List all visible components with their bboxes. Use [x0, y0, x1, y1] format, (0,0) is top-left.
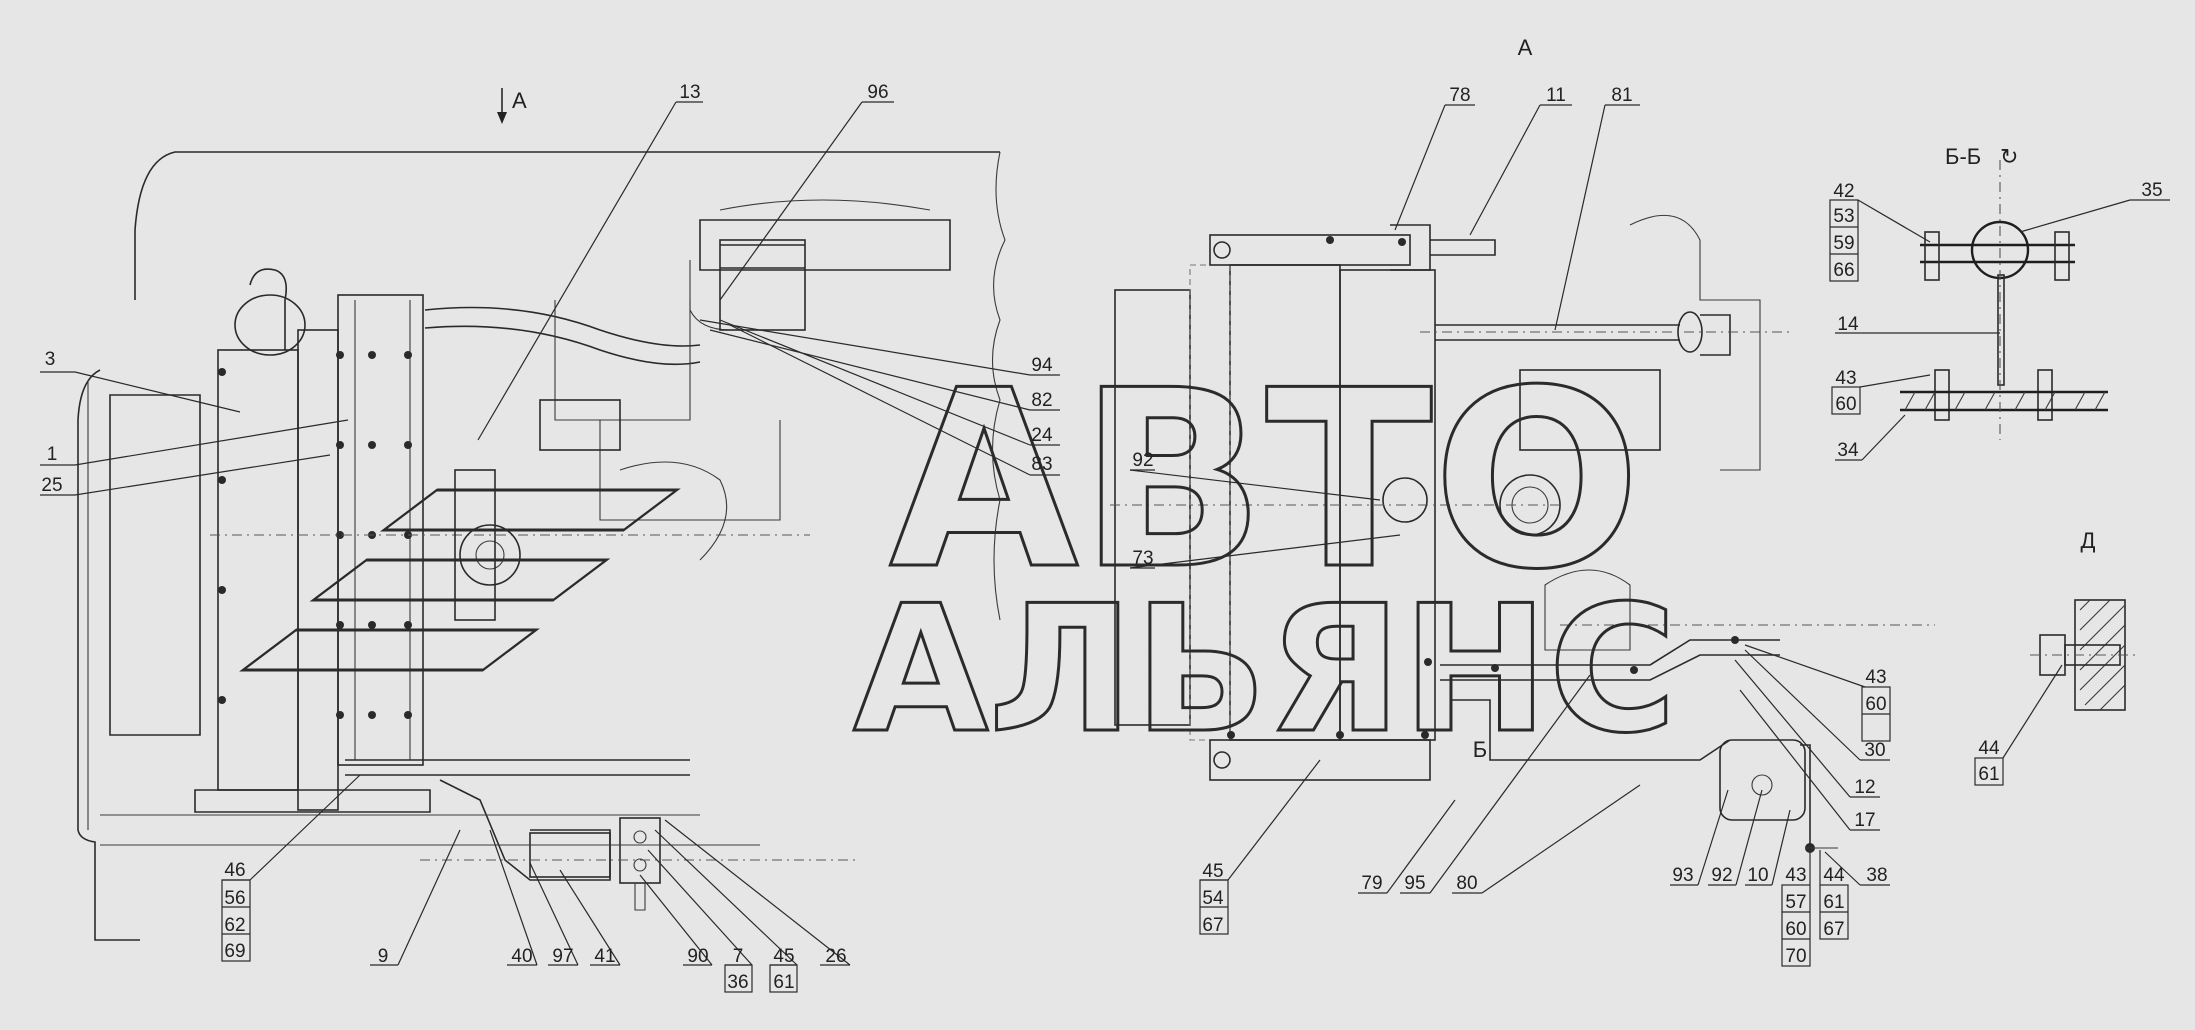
rotate-symbol: ↻	[2000, 144, 2018, 169]
section-bb-label: Б-Б	[1945, 144, 1981, 169]
callout-36: 36	[727, 972, 748, 993]
callouts: 13 96 3 1 25 94 82 24 83 46 56 62 69	[40, 82, 2170, 993]
callout-59: 59	[1833, 233, 1854, 254]
callout-41: 41	[594, 946, 615, 967]
callout-12: 12	[1854, 777, 1875, 798]
callout-45: 45	[773, 946, 794, 967]
callout-14: 14	[1837, 314, 1859, 335]
callout-70: 70	[1785, 946, 1806, 967]
callout-26: 26	[825, 946, 846, 967]
callout-83: 83	[1031, 454, 1052, 475]
view-labels: А А Б-Б ↻ Д Б	[497, 35, 2096, 762]
callout-53: 53	[1833, 206, 1854, 227]
callout-30: 30	[1864, 740, 1885, 761]
callout-11: 11	[1546, 85, 1566, 106]
callout-46: 46	[224, 860, 245, 881]
callout-67b: 67	[1823, 919, 1844, 940]
callout-81: 81	[1611, 85, 1632, 106]
callout-43b: 43	[1865, 667, 1886, 688]
callout-60c: 60	[1835, 394, 1856, 415]
callout-73: 73	[1132, 548, 1153, 569]
mark-b-label: Б	[1473, 737, 1487, 762]
callout-44: 44	[1823, 865, 1845, 886]
left-side-view	[77, 151, 1006, 941]
callout-96: 96	[867, 82, 888, 103]
callout-34: 34	[1837, 440, 1859, 461]
callout-9: 9	[378, 946, 389, 967]
callout-7: 7	[733, 946, 744, 967]
callout-54: 54	[1202, 888, 1224, 909]
callout-61c: 61	[1978, 764, 1999, 785]
callout-43: 43	[1785, 865, 1806, 886]
callout-90: 90	[687, 946, 708, 967]
callout-61b: 61	[1823, 892, 1844, 913]
callout-25: 25	[41, 475, 62, 496]
callout-57: 57	[1785, 892, 1806, 913]
callout-92b: 92	[1711, 865, 1732, 886]
callout-95: 95	[1404, 873, 1425, 894]
callout-13: 13	[679, 82, 700, 103]
callout-67: 67	[1202, 915, 1223, 936]
callout-69: 69	[224, 941, 245, 962]
callout-82: 82	[1031, 390, 1052, 411]
callout-94: 94	[1031, 355, 1053, 376]
callout-17: 17	[1854, 810, 1875, 831]
callout-62: 62	[224, 915, 245, 936]
callout-97: 97	[552, 946, 573, 967]
view-a	[1110, 214, 1935, 853]
callout-60b: 60	[1865, 694, 1886, 715]
view-d-label: Д	[2081, 528, 2096, 553]
callout-44b: 44	[1978, 738, 2000, 759]
callout-78: 78	[1449, 85, 1470, 106]
callout-3: 3	[45, 349, 56, 370]
callout-66: 66	[1833, 260, 1854, 281]
bolt-column	[218, 351, 412, 719]
view-a-label: А	[1518, 35, 1533, 60]
callout-38: 38	[1866, 865, 1887, 886]
watermark-line1: АВТО	[889, 338, 1641, 623]
callout-60: 60	[1785, 919, 1806, 940]
callout-24: 24	[1031, 425, 1053, 446]
watermark-line2: АЛЬЯНС	[853, 569, 1677, 772]
callout-80: 80	[1456, 873, 1477, 894]
callout-1: 1	[47, 444, 58, 465]
callout-43c: 43	[1835, 368, 1856, 389]
callout-10: 10	[1747, 865, 1768, 886]
callout-45b: 45	[1202, 861, 1223, 882]
section-bb	[1900, 160, 2108, 440]
callout-42: 42	[1833, 181, 1854, 202]
callout-92: 92	[1132, 450, 1153, 471]
watermark: АВТО АЛЬЯНС	[239, 337, 1678, 774]
callout-61: 61	[773, 972, 794, 993]
callout-79: 79	[1361, 873, 1382, 894]
arrow-a-label: А	[512, 88, 527, 113]
view-d	[2030, 599, 2140, 711]
callout-93: 93	[1672, 865, 1693, 886]
callout-56: 56	[224, 888, 245, 909]
callout-35: 35	[2141, 180, 2162, 201]
callout-40: 40	[511, 946, 532, 967]
